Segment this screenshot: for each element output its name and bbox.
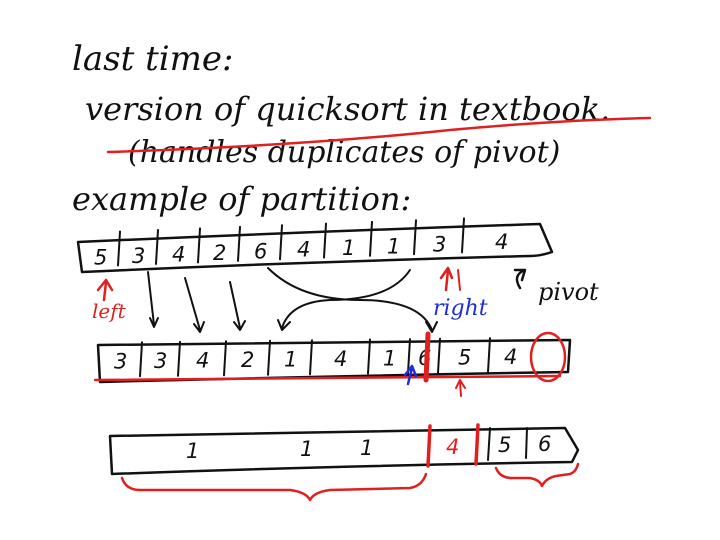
part-dividers-divider-8 [437,337,441,374]
part-dividers-divider-7 [407,338,411,375]
part-dividers-divider-5 [309,339,313,376]
initial-dividers-divider-8 [413,219,417,256]
partitioned-underline [93,374,562,382]
left-brace [120,472,428,502]
move-arrow-1 [147,271,159,328]
right-brace [494,462,580,488]
right-red-mark [457,269,461,291]
initial-cells-cell-4: 6 [254,239,267,263]
initial-dividers-divider-7 [369,220,373,257]
initial-cells-cell-6: 1 [342,236,355,260]
part-dividers-divider-4 [267,339,271,376]
part-cells-cell-1: 3 [154,349,167,373]
blue-arrow-icon [403,364,418,386]
initial-cells-cell-2: 4 [172,242,185,266]
pivot-label: pivot [538,278,599,306]
part-dividers-divider-6 [367,338,371,375]
partition-bar [423,331,431,383]
initial-cells-cell-5: 4 [297,238,310,262]
part-cells-cell-5: 4 [334,347,347,371]
part-cells-cell-6: 1 [383,346,396,370]
array-initial: 5 3 4 2 6 4 1 1 3 4 [76,217,554,274]
part-cells-cell-9: 4 [504,345,517,369]
final-left-mark-1: 1 [186,439,199,463]
note-version: version of quicksort in textbook. [85,90,610,128]
initial-cells-cell-0: 5 [94,245,107,269]
initial-cells-cell-9: 4 [495,230,508,254]
left-arrow-icon [96,278,114,302]
array-initial-outline [76,222,554,274]
initial-dividers-divider-3 [197,227,201,264]
part-dividers-divider-9 [487,337,491,374]
initial-cells-cell-8: 3 [433,233,446,257]
final-pivot-value: 4 [446,435,459,459]
part-cells-cell-4: 1 [284,348,297,372]
array-final-outline [108,426,580,476]
right-red-arrow-icon [439,266,454,292]
note-example: example of partition: [72,180,411,218]
final-right-bar [474,423,480,466]
right-label: right [433,296,488,321]
move-arrow-2 [184,277,205,333]
final-left-bar [426,424,432,468]
final-right-value-1: 5 [498,433,511,457]
final-left-mark-3: 1 [360,436,373,460]
initial-cells-cell-3: 2 [213,241,226,265]
initial-dividers-divider-9 [461,217,465,254]
red-arrow-under-6-icon [455,379,466,397]
swap-arrow-6 [267,267,438,333]
part-dividers-divider-3 [223,340,227,377]
initial-dividers-divider-1 [117,230,121,267]
initial-cells-cell-1: 3 [132,244,145,268]
left-label: left [92,299,127,323]
final-right-value-2: 6 [538,432,551,456]
part-cells-cell-2: 4 [196,349,209,373]
initial-dividers-divider-2 [155,228,159,265]
initial-dividers-divider-6 [323,222,327,259]
part-dividers-divider-2 [177,340,181,377]
strikethrough-line [106,116,652,154]
swap-arrow-1 [277,269,411,331]
initial-dividers-divider-5 [279,224,283,261]
note-last-time: last time: [72,39,233,79]
part-cells-cell-8: 5 [458,346,471,370]
pivot-arrow-icon [513,268,527,290]
part-dividers-divider-1 [139,341,143,378]
move-arrow-3 [229,281,246,331]
initial-dividers-divider-4 [237,225,241,262]
final-left-mark-2: 1 [300,437,313,461]
part-cells-cell-0: 3 [114,350,127,374]
pivot-circle [529,331,567,383]
part-cells-cell-3: 2 [241,348,254,372]
swap-arrows [147,267,438,333]
array-final: 1 1 1 4 5 6 [108,423,580,502]
final-dividers [487,427,528,461]
initial-cells-cell-7: 1 [387,234,400,258]
